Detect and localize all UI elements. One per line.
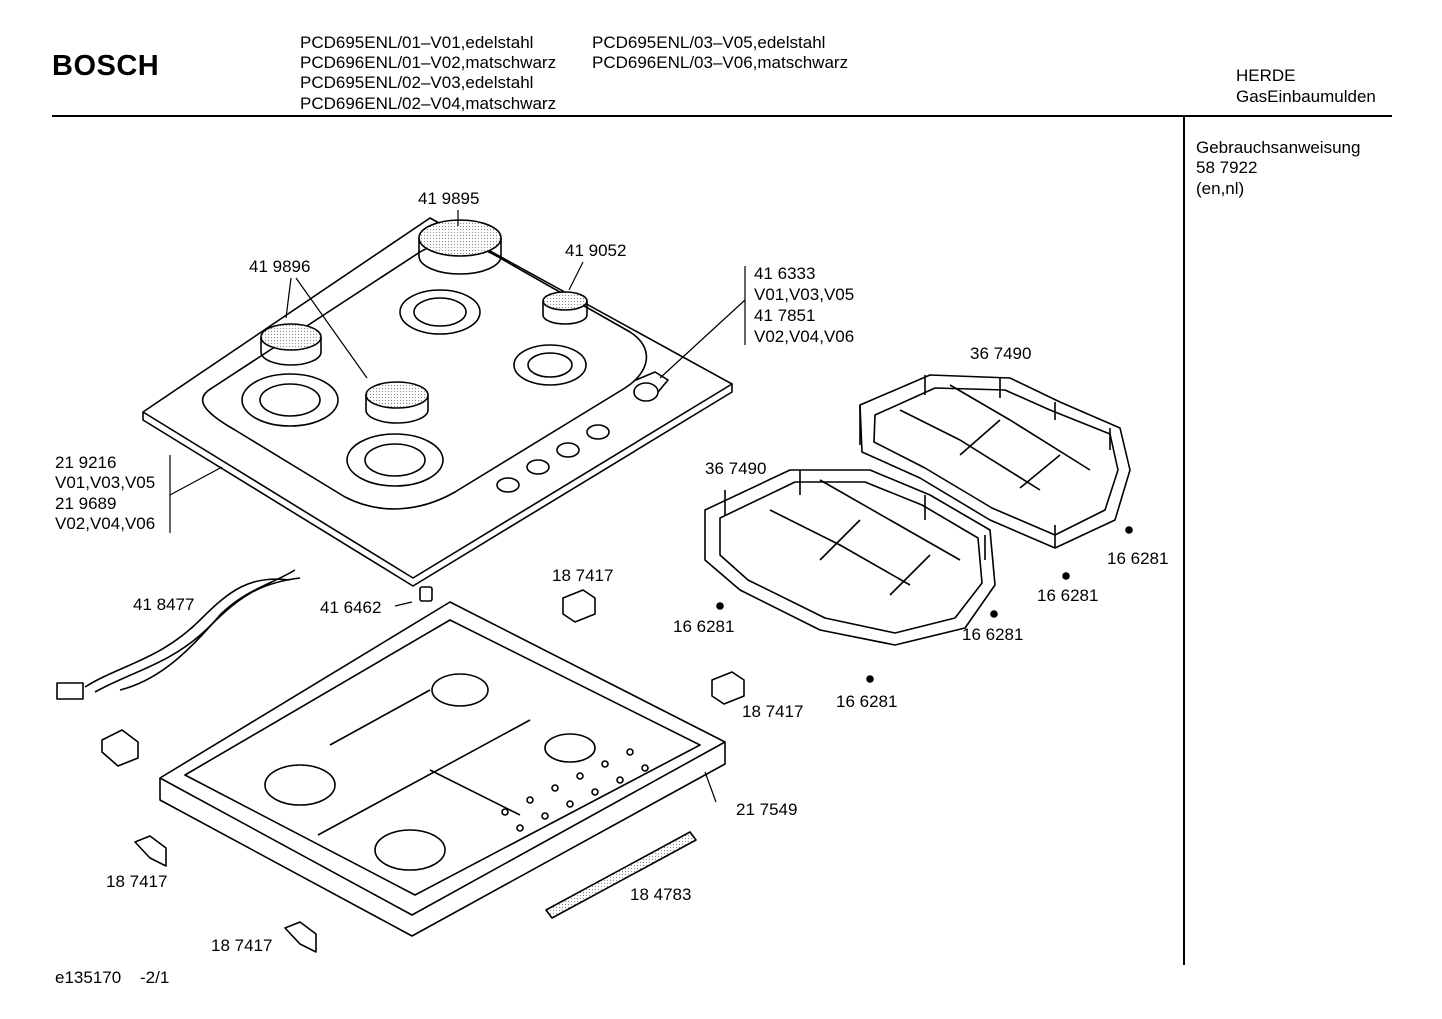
model-line-6: PCD696ENL/03–V06,matschwarz — [592, 53, 849, 72]
label-foot-1: 16 6281 — [673, 617, 735, 636]
bottom-trough — [159, 601, 726, 937]
model-line-4: PCD696ENL/02–V04,matschwarz — [300, 94, 557, 113]
label-knob-a-variants: V01,V03,V05 — [754, 285, 855, 304]
grate-left — [704, 469, 996, 646]
label-foot-2: 16 6281 — [836, 692, 898, 711]
label-burner-medium: 41 9896 — [249, 257, 311, 276]
doc-title: Gebrauchsanweisung — [1196, 138, 1361, 157]
rubber-foot — [716, 526, 1133, 683]
sidebar-divider — [1183, 117, 1185, 965]
cooktop-plate — [142, 217, 733, 587]
subcategory-label: GasEinbaumulden — [1236, 87, 1376, 106]
model-line-1: PCD695ENL/01–V01,edelstahl — [300, 33, 534, 52]
model-line-3: PCD695ENL/02–V03,edelstahl — [300, 73, 534, 92]
brand-logo: BOSCH — [52, 50, 160, 82]
label-foot-3: 16 6281 — [962, 625, 1024, 644]
label-grate-right: 36 7490 — [970, 344, 1032, 363]
label-top-b: 21 9689 — [55, 494, 117, 513]
label-knob-b: 41 7851 — [754, 306, 816, 325]
label-top-a: 21 9216 — [55, 453, 117, 472]
label-grate-left: 36 7490 — [705, 459, 767, 478]
model-line-5: PCD695ENL/03–V05,edelstahl — [592, 33, 826, 52]
label-clip-bottom: 18 7417 — [211, 936, 273, 955]
category-label: HERDE — [1236, 66, 1296, 85]
label-foot-4: 16 6281 — [1037, 586, 1099, 605]
label-clip-top: 18 7417 — [552, 566, 614, 585]
grate-right — [859, 374, 1131, 549]
power-cable — [56, 569, 301, 700]
clip — [101, 589, 745, 953]
label-burner-small: 41 9052 — [565, 241, 627, 260]
small-cap — [419, 586, 433, 602]
label-cap: 41 6462 — [320, 598, 382, 617]
doc-languages: (en,nl) — [1196, 179, 1245, 198]
model-line-2: PCD696ENL/01–V02,matschwarz — [300, 53, 557, 72]
page-indicator: -2/1 — [140, 968, 170, 987]
burner-medium-left — [260, 323, 322, 366]
doc-number: 58 7922 — [1196, 158, 1258, 177]
label-cable: 41 8477 — [133, 595, 195, 614]
label-burner-large: 41 9895 — [418, 189, 480, 208]
label-foot-5: 16 6281 — [1107, 549, 1169, 568]
label-knob-b-variants: V02,V04,V06 — [754, 327, 855, 346]
header-divider — [52, 115, 1392, 117]
label-top-a-variants: V01,V03,V05 — [55, 473, 156, 492]
seal-strip — [545, 831, 697, 919]
label-top-b-variants: V02,V04,V06 — [55, 514, 156, 533]
burner-medium-center — [365, 381, 429, 424]
label-strip: 18 4783 — [630, 885, 692, 904]
label-trough: 21 7549 — [736, 800, 798, 819]
burner-small — [542, 291, 588, 325]
label-knob-a: 41 6333 — [754, 264, 816, 283]
label-clip-right: 18 7417 — [742, 702, 804, 721]
diagram-code: e135170 — [55, 968, 122, 987]
burner-large — [418, 219, 502, 275]
label-clip-left: 18 7417 — [106, 872, 168, 891]
